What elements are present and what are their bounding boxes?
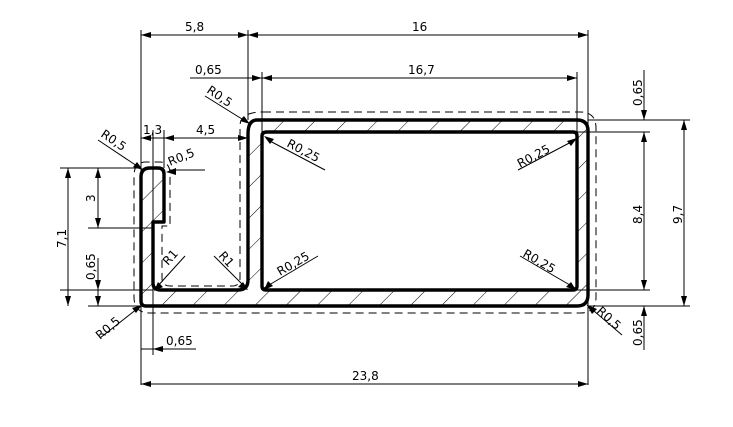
dim-right-height-total: 9,7 bbox=[671, 205, 685, 224]
dim-inner-width: 16,7 bbox=[408, 63, 435, 77]
dim-bottom-left-thickness: 0,65 bbox=[166, 334, 193, 348]
outer-dashed-contour bbox=[133, 111, 597, 314]
hatched-wall bbox=[141, 120, 588, 306]
radius-top-left-outer: R0,5 bbox=[204, 83, 235, 110]
dim-left-height: 7,1 bbox=[55, 229, 69, 248]
radius-labels: R0,5 R0,5 R0,5 R0,25 R0,25 R1 R1 R0,25 R… bbox=[93, 83, 624, 342]
dim-bottom-wall-thickness: 0,65 bbox=[631, 319, 645, 346]
profile-outer-outline bbox=[139, 118, 590, 308]
dim-slot-gap: 4,5 bbox=[196, 123, 215, 137]
dim-total-width: 23,8 bbox=[352, 369, 379, 383]
dimension-labels: 5,8 16 0,65 16,7 1,3 4,5 23,8 0,65 7,1 3… bbox=[55, 20, 685, 383]
dim-top-left-width: 5,8 bbox=[185, 20, 204, 34]
radius-inner-top-left: R0,25 bbox=[285, 136, 323, 165]
radius-fillet-left: R1 bbox=[160, 247, 181, 268]
dim-bottom-thickness-left: 0,65 bbox=[84, 253, 98, 280]
radius-inner-top-right: R0,25 bbox=[515, 142, 553, 171]
radius-inner-bottom-left: R0,25 bbox=[275, 249, 312, 279]
dim-top-wall-thickness: 0,65 bbox=[631, 79, 645, 106]
dim-top-right-width: 16 bbox=[412, 20, 427, 34]
dim-slot-width: 1,3 bbox=[143, 123, 162, 137]
dim-right-height-inner: 8,4 bbox=[631, 205, 645, 224]
radius-slot-top-right: R0,5 bbox=[166, 146, 197, 169]
radius-bottom-right-outer: R0,5 bbox=[594, 304, 624, 333]
radius-bottom-left-outer: R0,5 bbox=[93, 314, 123, 342]
profile bbox=[133, 111, 597, 314]
dim-flange-thickness: 0,65 bbox=[195, 63, 222, 77]
radius-fillet-right: R1 bbox=[216, 249, 237, 270]
dimension-lines bbox=[65, 32, 687, 387]
profile-inner-outline bbox=[260, 130, 579, 292]
dim-slot-height: 3 bbox=[84, 194, 98, 202]
radius-slot-top-left: R0,5 bbox=[98, 127, 129, 154]
radius-inner-bottom-right: R0,25 bbox=[521, 246, 558, 276]
extension-lines bbox=[60, 30, 690, 385]
